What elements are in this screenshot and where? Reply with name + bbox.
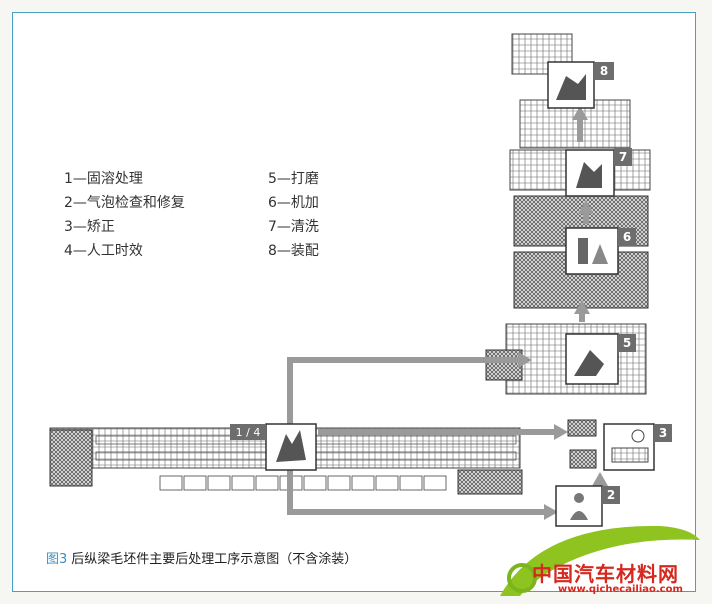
figure-label: 图3	[46, 552, 68, 567]
station-label-1-4: 1 / 4	[236, 426, 261, 439]
legend-item-8: 8—装配	[268, 243, 319, 259]
station-label-2: 2	[607, 488, 615, 502]
figure-caption-text: 后纵梁毛坯件主要后处理工序示意图（不含涂装）	[71, 552, 358, 567]
legend-item-5: 5—打磨	[268, 171, 319, 187]
legend-item-3: 3—矫正	[64, 219, 115, 235]
station-label-3: 3	[659, 426, 667, 440]
station-label-5: 5	[623, 336, 631, 350]
arrow-heads	[518, 106, 608, 520]
station-7: 7	[565, 148, 632, 197]
legend-item-6: 6—机加	[268, 195, 319, 211]
station-5: 5	[565, 333, 636, 385]
watermark-site-name: 中国汽车材料网	[532, 562, 679, 586]
conveyor-cells	[159, 475, 447, 491]
station-8: 8	[547, 61, 614, 109]
station-6: 6	[565, 227, 636, 275]
station-3: 3	[567, 419, 672, 471]
watermark-logo	[500, 525, 700, 596]
station-label-7: 7	[619, 150, 627, 164]
watermark-url: www.qichecailiao.com	[558, 584, 683, 595]
station-label-6: 6	[623, 230, 631, 244]
legend-item-2: 2—气泡检查和修复	[64, 195, 185, 211]
station-2: 2	[555, 485, 620, 527]
station-label-8: 8	[600, 64, 608, 78]
station-1-4: 1 / 4	[230, 423, 317, 471]
legend-item-1: 1—固溶处理	[64, 171, 143, 187]
flow-path-to-5	[287, 357, 520, 426]
legend-item-7: 7—清洗	[268, 219, 319, 235]
legend-item-4: 4—人工时效	[64, 243, 143, 259]
